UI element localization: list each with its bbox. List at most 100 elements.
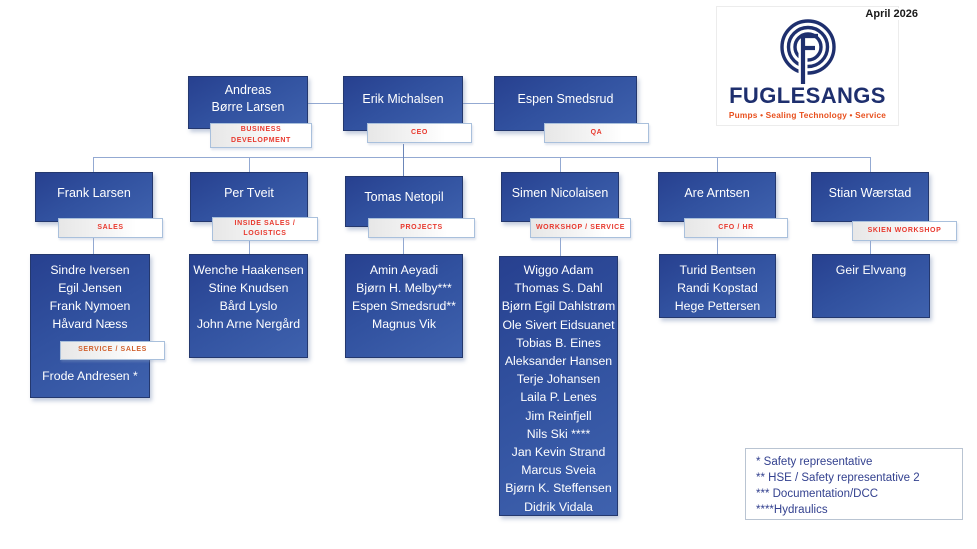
fuglesangs-spiral-f-icon — [779, 19, 836, 85]
brand-tagline: Pumps • Sealing Technology • Service — [728, 110, 887, 120]
member-list: Geir Elvvang — [813, 261, 929, 279]
list-item: Didrik Vidala — [524, 499, 593, 514]
connector-line — [717, 238, 718, 254]
role-text: CEO — [411, 128, 428, 136]
person-name: Frank Larsen — [57, 185, 131, 200]
role-label-business-development: BUSINESS DEVELOPMENT — [210, 123, 312, 148]
role-text: QA — [590, 128, 603, 136]
person-name: Per Tveit — [224, 185, 274, 200]
org-node-skien: Stian Wærstad — [811, 172, 929, 222]
list-item: Bjørn Egil Dahlstrøm — [501, 299, 616, 314]
connector-line — [308, 103, 343, 104]
role-label-qa: QA — [544, 123, 649, 143]
list-item: Egil Jensen — [58, 281, 122, 295]
connector-bus — [93, 157, 870, 158]
fuglesangs-logo: FUGLESANGS Pumps • Sealing Technology • … — [716, 6, 899, 126]
org-node-workshop: Simen Nicolaisen — [501, 172, 619, 222]
connector-line — [249, 241, 250, 254]
role-text: INSIDE SALES / LOGISTICS — [234, 219, 296, 237]
list-item: Ole Sivert Eidsuanet — [502, 317, 615, 332]
list-item: Frank Nymoen — [49, 299, 131, 313]
list-item: Bjørn K. Steffensen — [505, 481, 612, 496]
connector-line — [560, 157, 561, 172]
role-label-inside-sales: INSIDE SALES / LOGISTICS — [212, 217, 318, 241]
connector-line — [403, 157, 404, 176]
list-item: Wiggo Adam — [523, 263, 594, 277]
list-item: Jim Reinfjell — [525, 408, 592, 423]
member-list: Frode Andresen * — [31, 367, 149, 385]
list-item: John Arne Nergård — [196, 317, 301, 331]
brand-name: FUGLESANGS — [729, 83, 886, 108]
list-item: * Safety representative — [756, 456, 873, 468]
list-item: Geir Elvvang — [835, 263, 907, 277]
list-item: Sindre Iversen — [50, 263, 130, 277]
org-node-qa: Espen Smedsrud — [494, 76, 637, 131]
list-item: Jan Kevin Strand — [511, 445, 606, 460]
person-name: Stian Wærstad — [828, 185, 912, 200]
role-label-service-sales: SERVICE / SALES — [60, 341, 165, 360]
connector-line — [403, 144, 404, 157]
role-text: SERVICE / SALES — [78, 346, 147, 354]
org-node-sales: Frank Larsen — [35, 172, 153, 222]
connector-line — [93, 238, 94, 254]
list-item: ** HSE / Safety representative 2 — [756, 471, 920, 484]
role-label-ceo: CEO — [367, 123, 472, 143]
list-item: Tobias B. Eines — [516, 335, 601, 350]
person-name: Simen Nicolaisen — [511, 185, 609, 200]
list-item: Aleksander Hansen — [504, 354, 613, 369]
list-item: Wenche Haakensen — [193, 263, 304, 277]
team-skien: Geir Elvvang — [812, 254, 930, 318]
role-text: PROJECTS — [400, 223, 443, 231]
list-item: Hege Pettersen — [674, 299, 761, 313]
role-label-sales: SALES — [58, 218, 163, 238]
role-text: SALES — [97, 223, 124, 231]
person-name: Espen Smedsrud — [517, 92, 614, 107]
list-item: Randi Kopstad — [677, 281, 758, 295]
legend-box: * Safety representative ** HSE / Safety r… — [745, 448, 963, 520]
connector-line — [560, 238, 561, 256]
org-node-business-development: Andreas Børre Larsen — [188, 76, 308, 129]
org-node-cfo: Are Arntsen — [658, 172, 776, 222]
list-item: ****Hydraulics — [756, 503, 828, 516]
connector-line — [870, 157, 871, 172]
connector-line — [249, 157, 250, 172]
role-label-cfo: CFO / HR — [684, 218, 788, 238]
person-name: Tomas Netopil — [364, 190, 444, 205]
list-item: Espen Smedsrud** — [352, 299, 456, 313]
role-text: WORKSHOP / SERVICE — [535, 223, 626, 231]
org-node-inside-sales: Per Tveit — [190, 172, 308, 222]
connector-line — [93, 157, 94, 172]
list-item: Terje Johansen — [516, 372, 601, 387]
list-item: Håvard Næss — [52, 317, 128, 331]
connector-line — [463, 103, 494, 104]
list-item: Turid Bentsen — [679, 263, 756, 277]
list-item: Bjørn H. Melby*** — [356, 281, 452, 295]
list-item: Amin Aeyadi — [369, 263, 439, 277]
role-label-projects: PROJECTS — [368, 218, 475, 238]
role-label-skien: SKIEN WORKSHOP — [852, 221, 957, 241]
list-item: Bård Lyslo — [219, 299, 278, 313]
connector-line — [870, 241, 871, 254]
list-item: Magnus Vik — [371, 317, 437, 331]
list-item: *** Documentation/DCC — [756, 487, 879, 500]
org-node-ceo: Erik Michalsen — [343, 76, 463, 131]
role-label-workshop: WORKSHOP / SERVICE — [530, 218, 631, 238]
list-item: Nils Ski **** — [526, 426, 591, 441]
role-text: CFO / HR — [718, 223, 754, 231]
person-name: Andreas Børre Larsen — [211, 83, 285, 114]
list-item: Frode Andresen * — [42, 369, 138, 383]
connector-line — [403, 238, 404, 254]
role-text: BUSINESS DEVELOPMENT — [231, 126, 291, 144]
connector-line — [717, 157, 718, 172]
list-item: Marcus Sveia — [521, 463, 596, 478]
list-item: Laila P. Lenes — [520, 390, 597, 405]
